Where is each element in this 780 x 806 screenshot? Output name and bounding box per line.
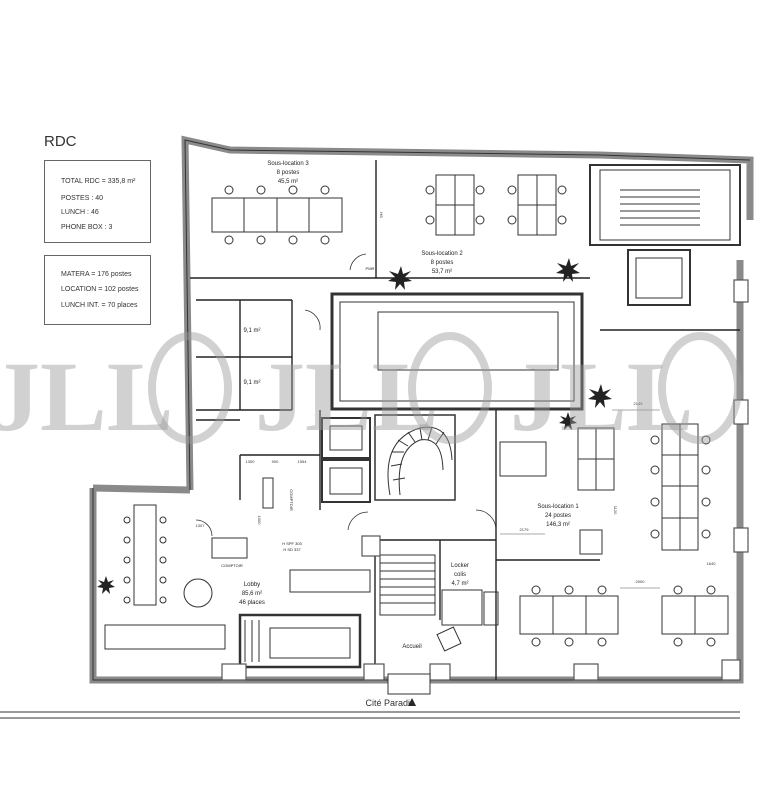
- total-area-text: TOTAL RDC = 335,8 m²: [61, 178, 136, 185]
- lobby-places: 46 places: [239, 600, 265, 606]
- street-name: Cité Paradis: [365, 698, 415, 708]
- sl3-name: Sous-location 3: [267, 161, 309, 167]
- lunch-text: LUNCH : 46: [61, 209, 99, 216]
- locker-area: [436, 589, 499, 652]
- dim-2000: 2000: [636, 579, 646, 584]
- matera-text: MATERA = 176 postes: [61, 271, 132, 278]
- dim-1640: 1640: [707, 561, 717, 566]
- sl3-area: 45,5 m²: [278, 179, 298, 185]
- stair-top-right: [589, 164, 741, 306]
- door-swings: [195, 253, 497, 537]
- pillars: [221, 279, 749, 681]
- entrance-arrow-icon: [408, 698, 416, 706]
- wc1-area: 9,1 m²: [243, 328, 260, 334]
- sl2-postes: 8 postes: [431, 260, 454, 266]
- pmr-label: PMR: [366, 266, 375, 271]
- sl2-name: Sous-location 2: [421, 251, 463, 257]
- hsd-label: H SD 337: [283, 547, 301, 552]
- sl2-area: 53,7 m²: [432, 269, 452, 275]
- postes-text: POSTES : 40: [61, 195, 104, 202]
- dim-v2: 1000: [257, 516, 262, 526]
- dim-900: 900: [272, 459, 279, 464]
- floor-title: RDC: [44, 133, 77, 150]
- phone-box-text: PHONE BOX : 3: [61, 224, 113, 231]
- lobby-furniture: [104, 477, 371, 650]
- desks-sl2: [425, 174, 567, 236]
- dim-v1: 1120: [613, 506, 618, 515]
- hs-label: HS: [379, 212, 384, 218]
- accueil-label: Accueil: [402, 644, 421, 650]
- sl1-postes: 24 postes: [545, 513, 571, 519]
- dim-2179: 2179: [520, 527, 530, 532]
- central-courtyard: [330, 292, 584, 411]
- summary-box: TOTAL RDC = 335,8 m² POSTES : 40 LUNCH :…: [44, 160, 151, 243]
- street-lines: [0, 711, 740, 719]
- entrance-marker: [387, 673, 431, 706]
- desks-sl1: [499, 423, 729, 647]
- desks-sl3: [211, 185, 343, 245]
- locker-sub: colis: [454, 572, 466, 578]
- locker-name: Locker: [451, 563, 469, 569]
- lobby-area: 85,6 m²: [242, 591, 262, 597]
- sl1-area: 146,3 m²: [546, 522, 570, 528]
- entry-stair: [379, 554, 436, 616]
- elevators: [321, 417, 371, 503]
- locker-area: 4,7 m²: [451, 581, 468, 587]
- sl3-postes: 8 postes: [277, 170, 300, 176]
- lunch-int-text: LUNCH INT. = 70 places: [61, 302, 138, 309]
- capacity-box: MATERA = 176 postes LOCATION = 102 poste…: [44, 255, 151, 325]
- plant-icons: [97, 258, 612, 594]
- dim-1307: 1307: [196, 523, 206, 528]
- location-text: LOCATION = 102 postes: [61, 286, 139, 293]
- lobby-name: Lobby: [244, 582, 260, 588]
- hspf-label: H SPF 303: [282, 541, 302, 546]
- spiral-stair: [374, 414, 456, 501]
- wc2-area: 9,1 m²: [243, 380, 260, 386]
- dim-1554: 1554: [298, 459, 308, 464]
- interior-walls: [190, 160, 740, 680]
- sl1-name: Sous-location 1: [537, 504, 579, 510]
- dim-2149: 2149: [634, 401, 644, 406]
- comptoir-label: COMPTOIR: [221, 563, 243, 568]
- lobby-stair: [238, 613, 362, 669]
- comptoir2-label: COMPTOIR: [289, 489, 294, 511]
- dim-1300: 1300: [246, 459, 256, 464]
